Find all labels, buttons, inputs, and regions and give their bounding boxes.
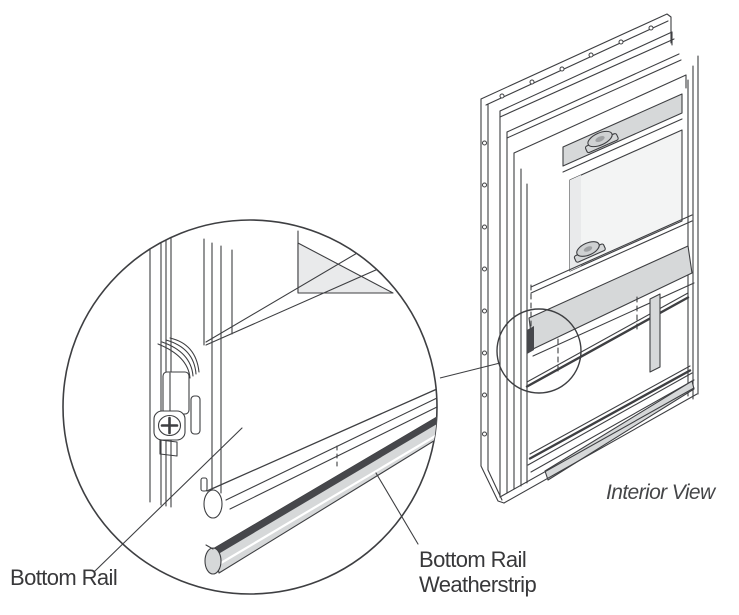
sash-lock-check-rail [573,241,606,263]
left-jamb [499,110,528,498]
sash-lock-top [584,130,619,154]
leader-line-weatherstrip [375,472,419,545]
head-jamb [499,31,687,154]
bottom-rail-weatherstrip-part [204,416,437,575]
bottom-rail-label: Bottom Rail [10,565,118,590]
balance-shoe [153,337,201,457]
glass-corner [297,242,394,294]
nailing-fin [480,13,672,504]
weatherstrip-label-line2: Weatherstrip [419,572,537,597]
detail-magnifier-circle [62,219,438,595]
lower-opening [525,284,692,460]
pivot-screw [153,410,186,441]
bottom-rail-end-detail [527,326,534,354]
leader-line-bottom-rail [94,427,243,572]
right-jamb [687,55,699,400]
bottom-rail-panel [200,388,437,519]
callout-connector-line [439,362,501,379]
jamb-track-lines [149,220,299,508]
weatherstrip-label-line1: Bottom Rail [419,547,527,572]
callout-circle [496,308,582,394]
sill [499,372,698,504]
fin-nail-holes [482,25,654,437]
upper-sash [562,93,683,272]
window-illustration [480,13,699,504]
weatherstrip-label: Bottom Rail Weatherstrip [419,547,537,597]
interior-view-caption: Interior View [606,481,715,504]
